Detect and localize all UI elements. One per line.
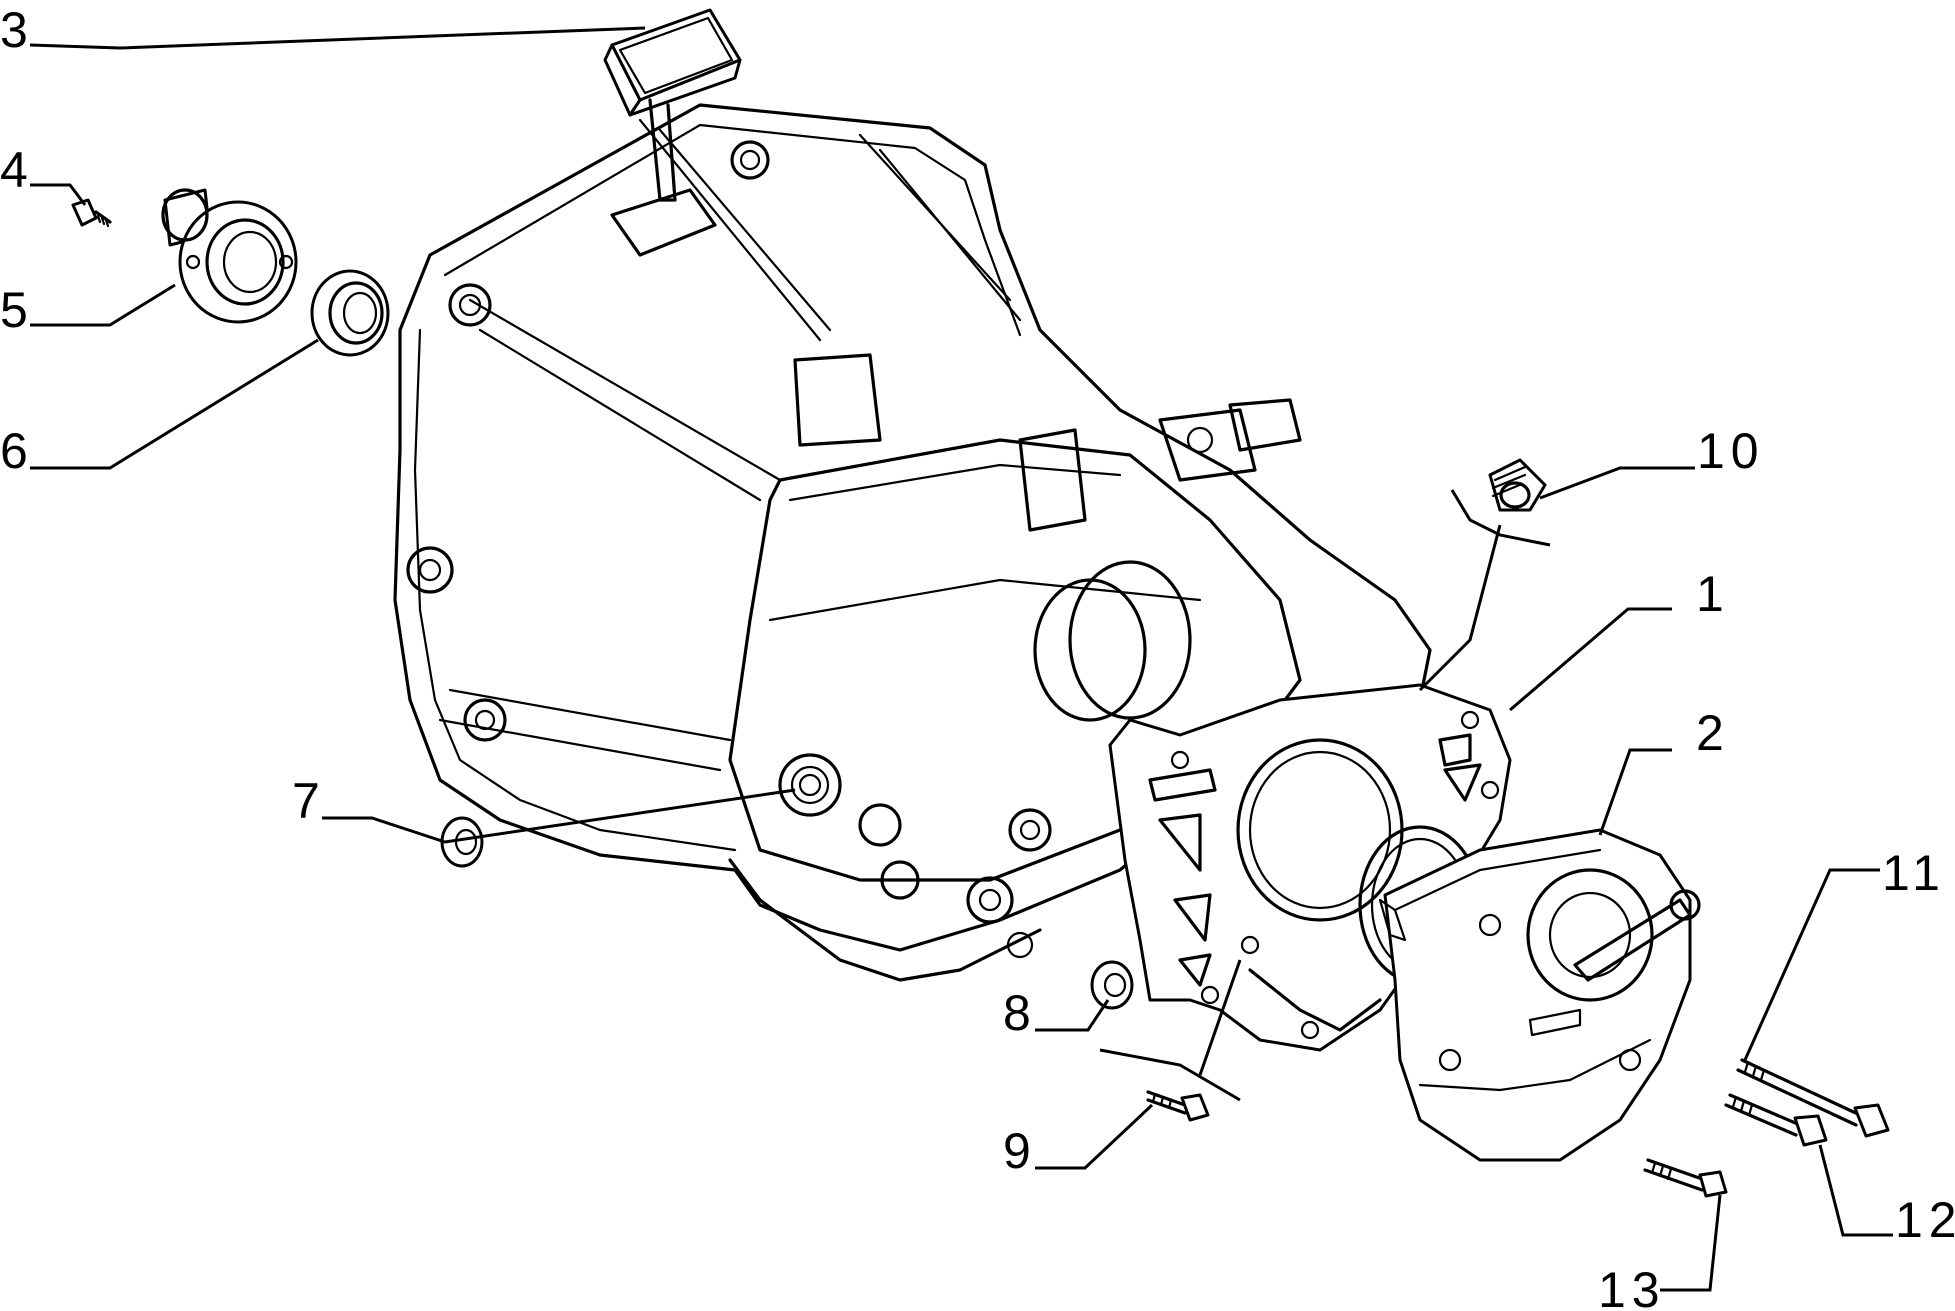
leader-7 xyxy=(322,788,796,844)
callout-6: 6 xyxy=(0,423,34,479)
callout-3: 3 xyxy=(0,2,34,58)
callout-10: 10 xyxy=(1697,423,1765,479)
leader-10b xyxy=(1450,489,1551,547)
leader-8 xyxy=(1035,999,1110,1032)
plug-8 xyxy=(1090,960,1134,1010)
small-screw xyxy=(71,198,112,228)
leader-12 xyxy=(1818,1144,1893,1237)
callout-9: 9 xyxy=(1003,1123,1037,1179)
callout-12: 12 xyxy=(1895,1192,1955,1248)
callout-1: 1 xyxy=(1696,566,1730,622)
leader-3 xyxy=(29,26,646,50)
callout-13: 13 xyxy=(1598,1262,1666,1311)
bolt-13 xyxy=(1643,1158,1728,1198)
leader-10c xyxy=(1418,524,1502,692)
leader-11 xyxy=(1743,868,1880,1061)
callout-8: 8 xyxy=(1003,985,1037,1041)
leader-2 xyxy=(1598,748,1672,836)
leader-9 xyxy=(1035,1103,1154,1170)
rear-cover xyxy=(1378,828,1701,1162)
breather-cap xyxy=(603,8,742,202)
leader-13 xyxy=(1660,1194,1722,1292)
callout-11: 11 xyxy=(1882,845,1946,901)
leader-9b xyxy=(1198,959,1242,1076)
callout-5: 5 xyxy=(0,282,34,338)
drain-plug-10 xyxy=(1488,458,1547,512)
leader-lines xyxy=(29,26,1893,1292)
leader-6 xyxy=(30,338,319,470)
leader-5 xyxy=(30,283,176,327)
long-bolt-11 xyxy=(1736,1058,1890,1138)
oil-seal xyxy=(310,269,390,357)
bearing-sleeve xyxy=(161,188,298,324)
bolt-9 xyxy=(1146,1090,1210,1122)
bolt-12 xyxy=(1724,1093,1828,1147)
leader-9c xyxy=(1099,1048,1241,1102)
leader-10 xyxy=(1539,466,1695,500)
callout-2: 2 xyxy=(1696,705,1730,761)
leader-1 xyxy=(1509,607,1672,712)
leader-4 xyxy=(30,183,87,206)
callout-4: 4 xyxy=(0,142,34,198)
callout-7: 7 xyxy=(292,773,326,829)
